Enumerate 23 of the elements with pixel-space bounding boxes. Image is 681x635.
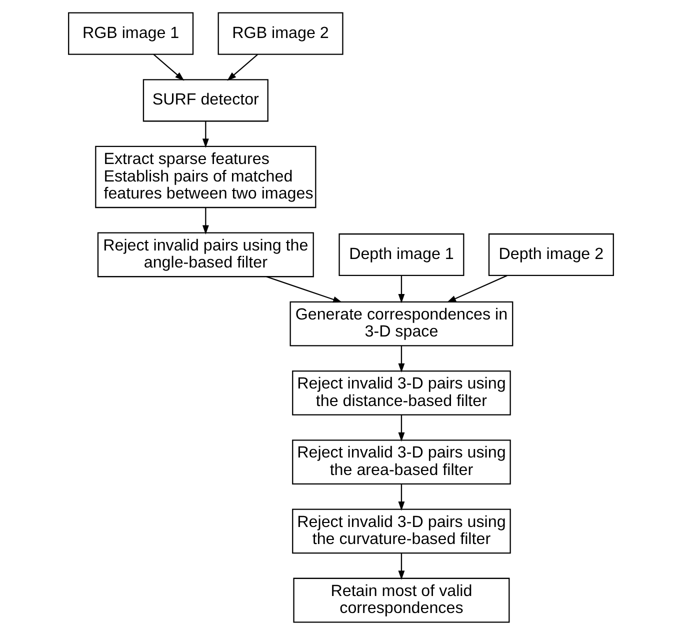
arrow xyxy=(398,346,404,373)
node-box: Extract sparse features Establish pairs of matched features between two images xyxy=(94,146,316,208)
arrow xyxy=(202,121,208,148)
node-box: RGB image 1 xyxy=(68,12,194,55)
node-box: Retain most of valid correspondences xyxy=(292,578,510,623)
arrow xyxy=(152,54,184,81)
node-box: Reject invalid pairs using the angle-based filter xyxy=(96,232,314,278)
arrow xyxy=(226,54,258,81)
node-box: Generate correspondences in 3-D space xyxy=(289,301,513,346)
arrow xyxy=(398,484,404,511)
arrow xyxy=(202,208,208,235)
node-box: Depth image 2 xyxy=(488,233,614,276)
arrow xyxy=(446,275,507,302)
arrow xyxy=(398,553,404,580)
node-box: Reject invalid 3-D pairs using the curvature-based filter xyxy=(292,508,510,554)
node-box: RGB image 2 xyxy=(217,12,343,55)
node-box: Reject invalid 3-D pairs using the area-based filter xyxy=(292,440,510,484)
node-box: Depth image 1 xyxy=(338,233,464,276)
arrow xyxy=(398,414,404,442)
arrow xyxy=(398,276,404,304)
node-box: SURF detector xyxy=(142,79,268,122)
arrow xyxy=(266,276,342,303)
node-box: Reject invalid 3-D pairs using the distance-based filter xyxy=(292,370,510,416)
